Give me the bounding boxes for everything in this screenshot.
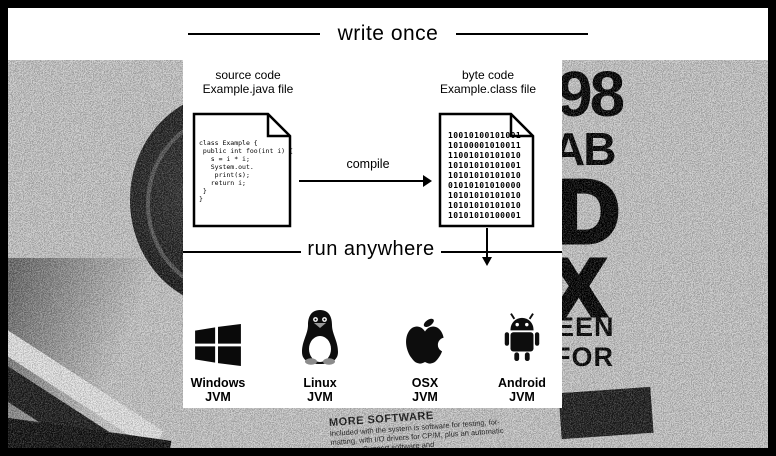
java-source-code-text: class Example { public int foo(int i) { … (199, 139, 293, 203)
run-anywhere-left-line (183, 251, 301, 253)
apple-logo-icon (388, 300, 462, 366)
left-rule-line (187, 33, 320, 35)
source-document: class Example { public int foo(int i) { … (192, 112, 293, 228)
windows-logo-icon (181, 300, 255, 366)
android-robot-icon (485, 300, 559, 366)
byte-code-label-line2: Example.class file (439, 82, 537, 96)
platform-name: Windows (190, 376, 246, 390)
write-once-banner: write once (8, 8, 768, 60)
write-once-title: write once (337, 22, 439, 45)
platform-runtime: JVM (307, 390, 333, 404)
platform-name: Linux (303, 376, 337, 390)
run-anywhere-title: run anywhere (307, 238, 435, 260)
platform-name: Android (498, 376, 546, 390)
magazine-een-fragment: EEN (556, 312, 615, 342)
platform-osx: OSX JVM (388, 300, 462, 404)
arrowhead-right-icon (423, 175, 432, 187)
linux-tux-icon (283, 300, 357, 366)
byte-code-label: byte code Example.class file (428, 68, 548, 96)
compile-arrow (299, 175, 432, 187)
magazine-year-fragment: 98 (557, 58, 625, 130)
platform-name: OSX (411, 376, 439, 390)
diagram-panel: source code Example.java file byte code … (183, 60, 562, 408)
platform-android: Android JVM (485, 300, 559, 404)
run-anywhere-right-line (441, 251, 562, 253)
binary-bytecode-text: 10010100101001 10100001010011 1100101010… (448, 131, 522, 220)
byte-code-label-line1: byte code (461, 68, 515, 82)
bytecode-document: 10010100101001 10100001010011 1100101010… (438, 112, 535, 228)
platform-runtime: JVM (509, 390, 535, 404)
source-code-label-line1: source code (215, 68, 281, 82)
platform-windows: Windows JVM (181, 300, 255, 404)
right-rule-line (456, 33, 589, 35)
source-code-label: source code Example.java file (188, 68, 308, 96)
platform-linux: Linux JVM (283, 300, 357, 404)
arrowhead-down-icon (482, 257, 492, 266)
source-code-label-line2: Example.java file (202, 82, 294, 96)
platform-runtime: JVM (205, 390, 231, 404)
magazine-for-fragment: FOR (554, 342, 614, 372)
platform-runtime: JVM (412, 390, 438, 404)
bytecode-down-arrow (482, 228, 492, 266)
compile-label: compile (346, 157, 390, 171)
